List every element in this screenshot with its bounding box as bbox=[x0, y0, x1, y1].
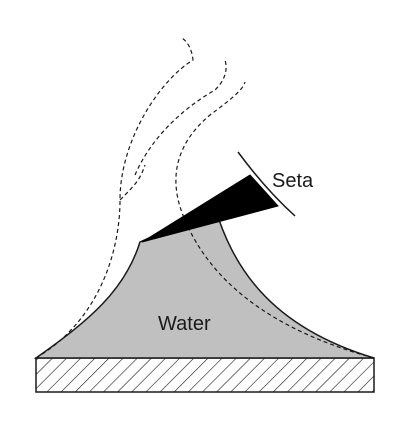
seta-wedge bbox=[141, 174, 279, 243]
dashed-meniscus-right bbox=[175, 81, 375, 359]
dashed-meniscus-outer bbox=[35, 37, 194, 359]
water-meniscus bbox=[33, 206, 375, 359]
seta-label: Seta bbox=[272, 170, 314, 192]
dashed-seta-curve bbox=[134, 59, 227, 176]
water-label: Water bbox=[158, 313, 211, 335]
seta-curve bbox=[237, 151, 296, 217]
dashed-connector bbox=[119, 164, 146, 201]
substrate-base bbox=[35, 357, 375, 393]
